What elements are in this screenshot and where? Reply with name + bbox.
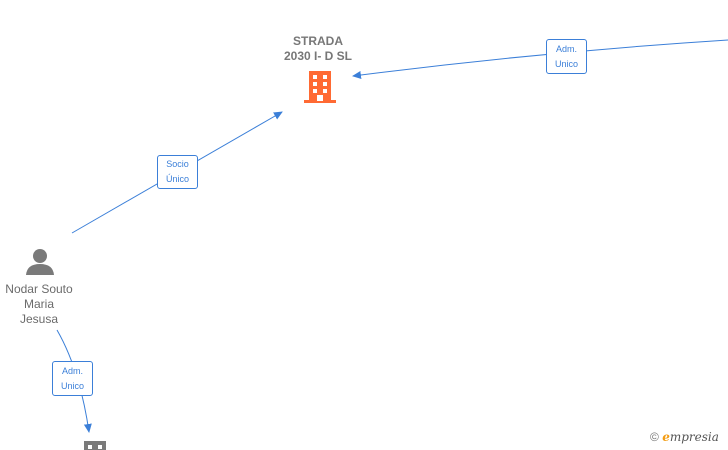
company-name-line: STRADA bbox=[293, 34, 343, 48]
company-name-label[interactable]: STRADA 2030 I- D SL bbox=[258, 34, 378, 64]
person-name-label[interactable]: Nodar Souto Maria Jesusa bbox=[0, 282, 78, 327]
edge-label-socio: Socio Único bbox=[157, 155, 198, 189]
edge-label-line: Adm. bbox=[555, 44, 577, 54]
edge-label-line: Unico bbox=[554, 59, 578, 69]
edge-label-line: Único bbox=[165, 174, 189, 184]
edge-label-line: Socio bbox=[166, 159, 189, 169]
edge-admin-to-strada bbox=[352, 39, 728, 79]
brand-initial: e bbox=[662, 430, 670, 444]
person-name-line: Maria bbox=[23, 297, 54, 311]
watermark: © empresia bbox=[650, 430, 719, 444]
copyright-symbol: © bbox=[650, 430, 659, 444]
company-name-line: 2030 I- D SL bbox=[283, 49, 353, 63]
edge-label-admin: Adm. Unico bbox=[546, 39, 587, 74]
building-icon[interactable] bbox=[304, 71, 336, 103]
brand-logo: empresia bbox=[662, 430, 719, 444]
edge-label-line: Adm. bbox=[61, 366, 83, 376]
edge-label-admin: Adm. Unico bbox=[52, 361, 93, 396]
brand-rest: mpresia bbox=[669, 430, 719, 444]
person-name-line: Nodar Souto bbox=[5, 282, 73, 296]
person-name-line: Jesusa bbox=[19, 312, 59, 326]
edge-label-line: Unico bbox=[60, 381, 84, 391]
person-icon[interactable] bbox=[26, 249, 54, 275]
building-icon[interactable] bbox=[84, 441, 106, 450]
